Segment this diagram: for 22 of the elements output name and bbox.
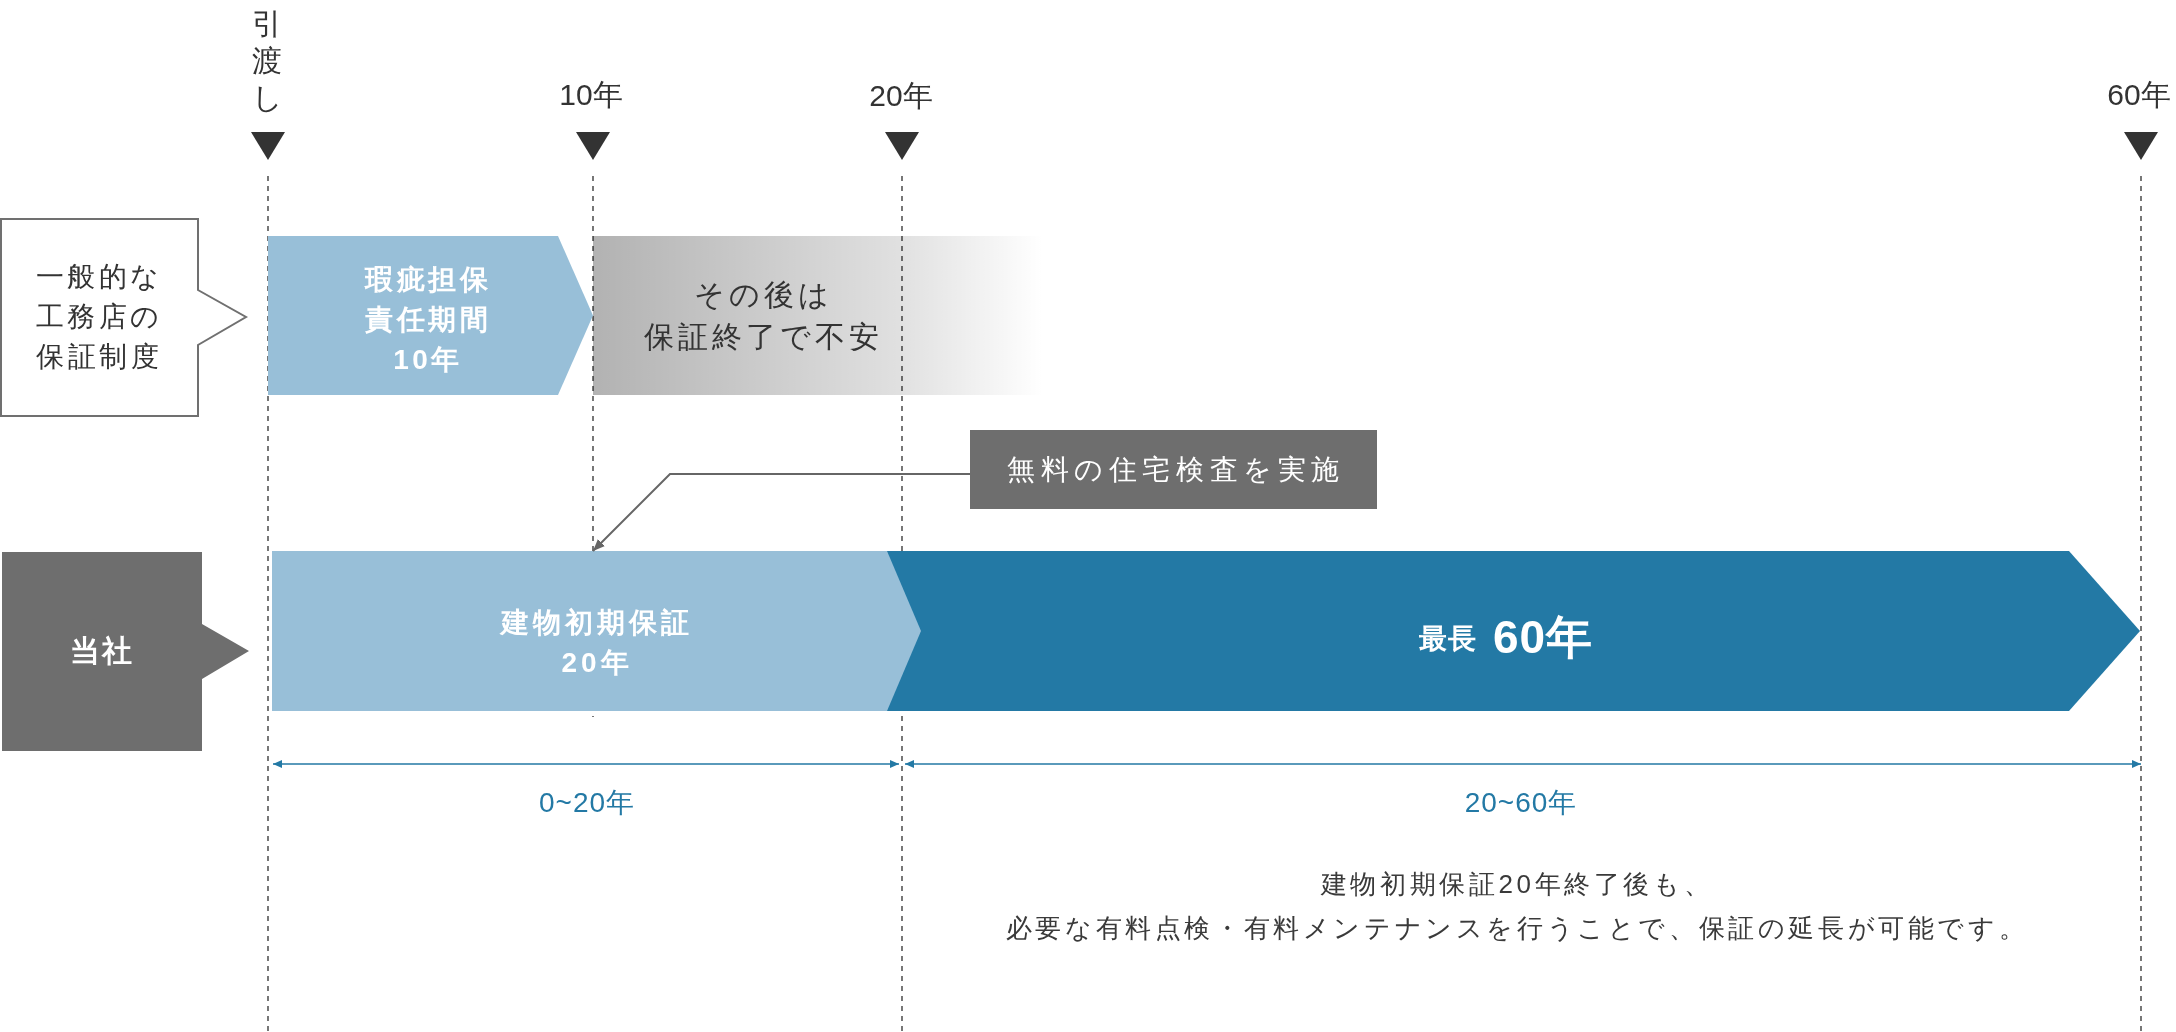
speech-bubble: [0, 218, 247, 417]
duration-value: 60年: [1492, 611, 1594, 663]
duration-label: 最長: [1419, 622, 1477, 656]
callout-text: 無料の住宅検査を実施: [1007, 453, 1345, 487]
year-label: 20年: [869, 78, 933, 114]
bar-label: 瑕疵担保責任期間10年: [365, 263, 491, 377]
year-label: 10年: [559, 77, 623, 113]
speech-bubble: [2, 552, 249, 751]
range-label: 0~20年: [538, 786, 636, 821]
period-bar: [268, 236, 593, 395]
callout-box: [970, 430, 1377, 509]
band-text: その後は保証終了で不安: [643, 277, 883, 355]
note-text: 建物初期保証20年終了後も、必要な有料点検・有料メンテナンスを行うことで、保証の延長が可能です。: [1005, 868, 2029, 945]
bar-label: 建物初期保証20年: [501, 606, 693, 680]
range-label: 20~60年: [1464, 786, 1578, 821]
period-bar: [272, 551, 921, 711]
bubble-text: 一般的な工務店の保証制度: [35, 260, 163, 374]
period-bar: [887, 551, 2140, 711]
leader-arrow: [592, 473, 971, 552]
handover-label: 引渡し: [251, 5, 283, 116]
bubble-text: 当社: [70, 633, 134, 669]
year-label: 60年: [2107, 77, 2171, 113]
